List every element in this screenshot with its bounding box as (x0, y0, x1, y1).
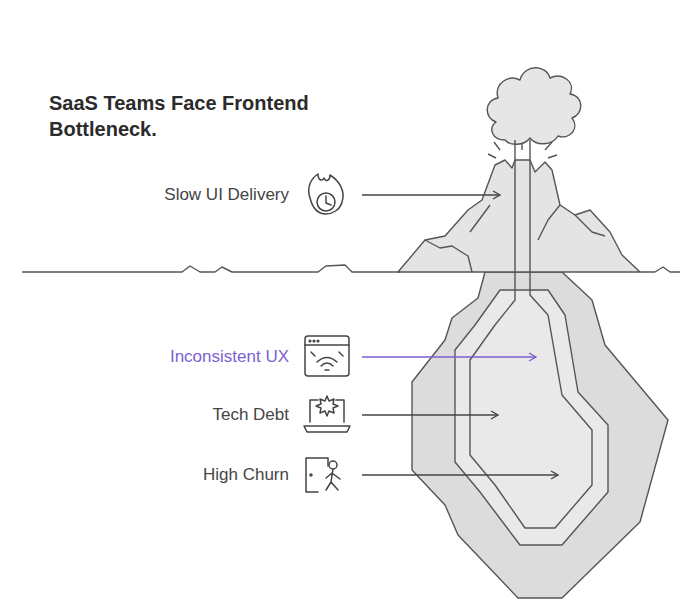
door-exit-icon (306, 458, 340, 492)
browser-window-icon (305, 336, 349, 376)
problem-label: High Churn (203, 464, 289, 486)
volcano-conduit (515, 160, 530, 272)
leader-arrow (362, 414, 498, 415)
leader-arrow (362, 194, 500, 195)
magma-channel (470, 272, 592, 528)
diagram-title: SaaS Teams Face Frontend Bottleneck. (49, 90, 349, 142)
laptop-gear-icon (304, 396, 350, 432)
flame-clock-icon (309, 174, 343, 214)
problem-label: Tech Debt (212, 404, 289, 426)
magma-chamber-inner (455, 290, 608, 545)
problem-label: Slow UI Delivery (164, 184, 289, 206)
smoke-column (515, 140, 530, 160)
magma-chamber-outer (412, 272, 668, 598)
problem-label: Inconsistent UX (170, 346, 289, 368)
volcano-cone (398, 160, 640, 272)
smoke-cloud (487, 68, 581, 145)
leader-arrow (362, 474, 558, 475)
leader-arrow (362, 356, 536, 357)
